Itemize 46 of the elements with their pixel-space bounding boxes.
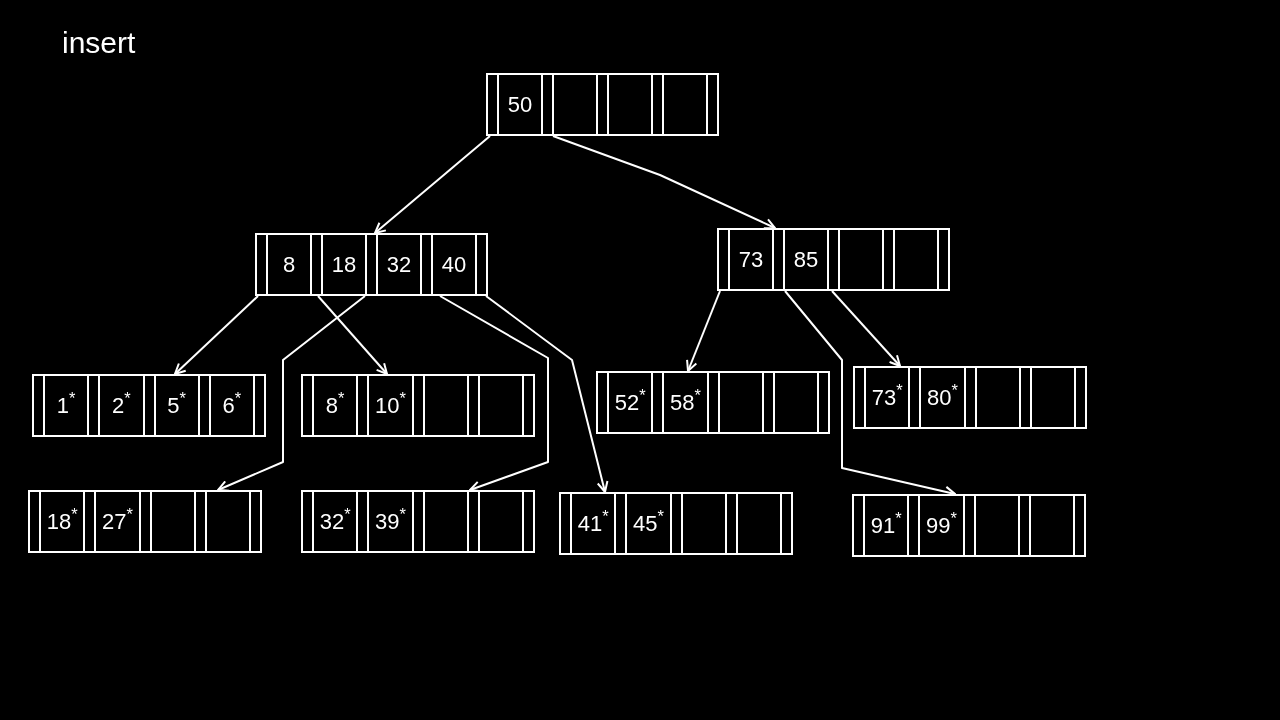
key-value: 73 — [738, 248, 764, 271]
tree-node — [255, 233, 488, 296]
key-value: 32$^{*}$ — [319, 510, 351, 533]
key-value: 91$^{*}$ — [870, 514, 902, 537]
key-value: 1$^{*}$ — [56, 394, 76, 417]
arrow — [174, 295, 259, 375]
key-value: 5$^{*}$ — [167, 394, 186, 417]
tree-node — [301, 490, 535, 553]
tree-node — [301, 374, 535, 437]
tree-node — [28, 490, 262, 553]
key-value: 73$^{*}$ — [871, 386, 903, 409]
tree-node — [852, 494, 1086, 557]
key-value: 6$^{*}$ — [222, 394, 242, 417]
key-value: 18$^{*}$ — [46, 510, 78, 533]
key-value: 52$^{*}$ — [614, 391, 646, 414]
note-text: insert — [62, 28, 136, 58]
arrow — [317, 295, 388, 375]
key-value: 45$^{*}$ — [632, 512, 664, 535]
arrow — [439, 295, 549, 493]
key-value: 85 — [793, 248, 819, 271]
tree-node — [32, 374, 266, 437]
key-value: 27$^{*}$ — [101, 510, 133, 533]
key-value: 50 — [507, 93, 533, 116]
tree-node — [559, 492, 793, 555]
key-value: 32 — [386, 253, 412, 276]
key-value: 8$^{*}$ — [325, 394, 345, 417]
key-value: 18 — [331, 253, 357, 276]
tree-node — [853, 366, 1087, 429]
arrow — [552, 135, 776, 230]
key-value: 2$^{*}$ — [112, 394, 131, 417]
arrow — [217, 295, 366, 492]
arrow — [831, 290, 901, 367]
arrow — [686, 290, 721, 372]
key-value: 58$^{*}$ — [669, 391, 701, 414]
key-value: 41$^{*}$ — [577, 512, 609, 535]
arrow — [374, 135, 491, 234]
key-value: 10$^{*}$ — [374, 394, 406, 417]
key-value: 8 — [282, 253, 296, 276]
tree-node — [717, 228, 950, 291]
arrow — [485, 295, 609, 493]
key-value: 39$^{*}$ — [374, 510, 406, 533]
key-value: 80$^{*}$ — [926, 386, 958, 409]
tree-node — [596, 371, 830, 434]
key-value: 99$^{*}$ — [925, 514, 957, 537]
key-value: 40 — [441, 253, 467, 276]
tree-node — [486, 73, 719, 136]
